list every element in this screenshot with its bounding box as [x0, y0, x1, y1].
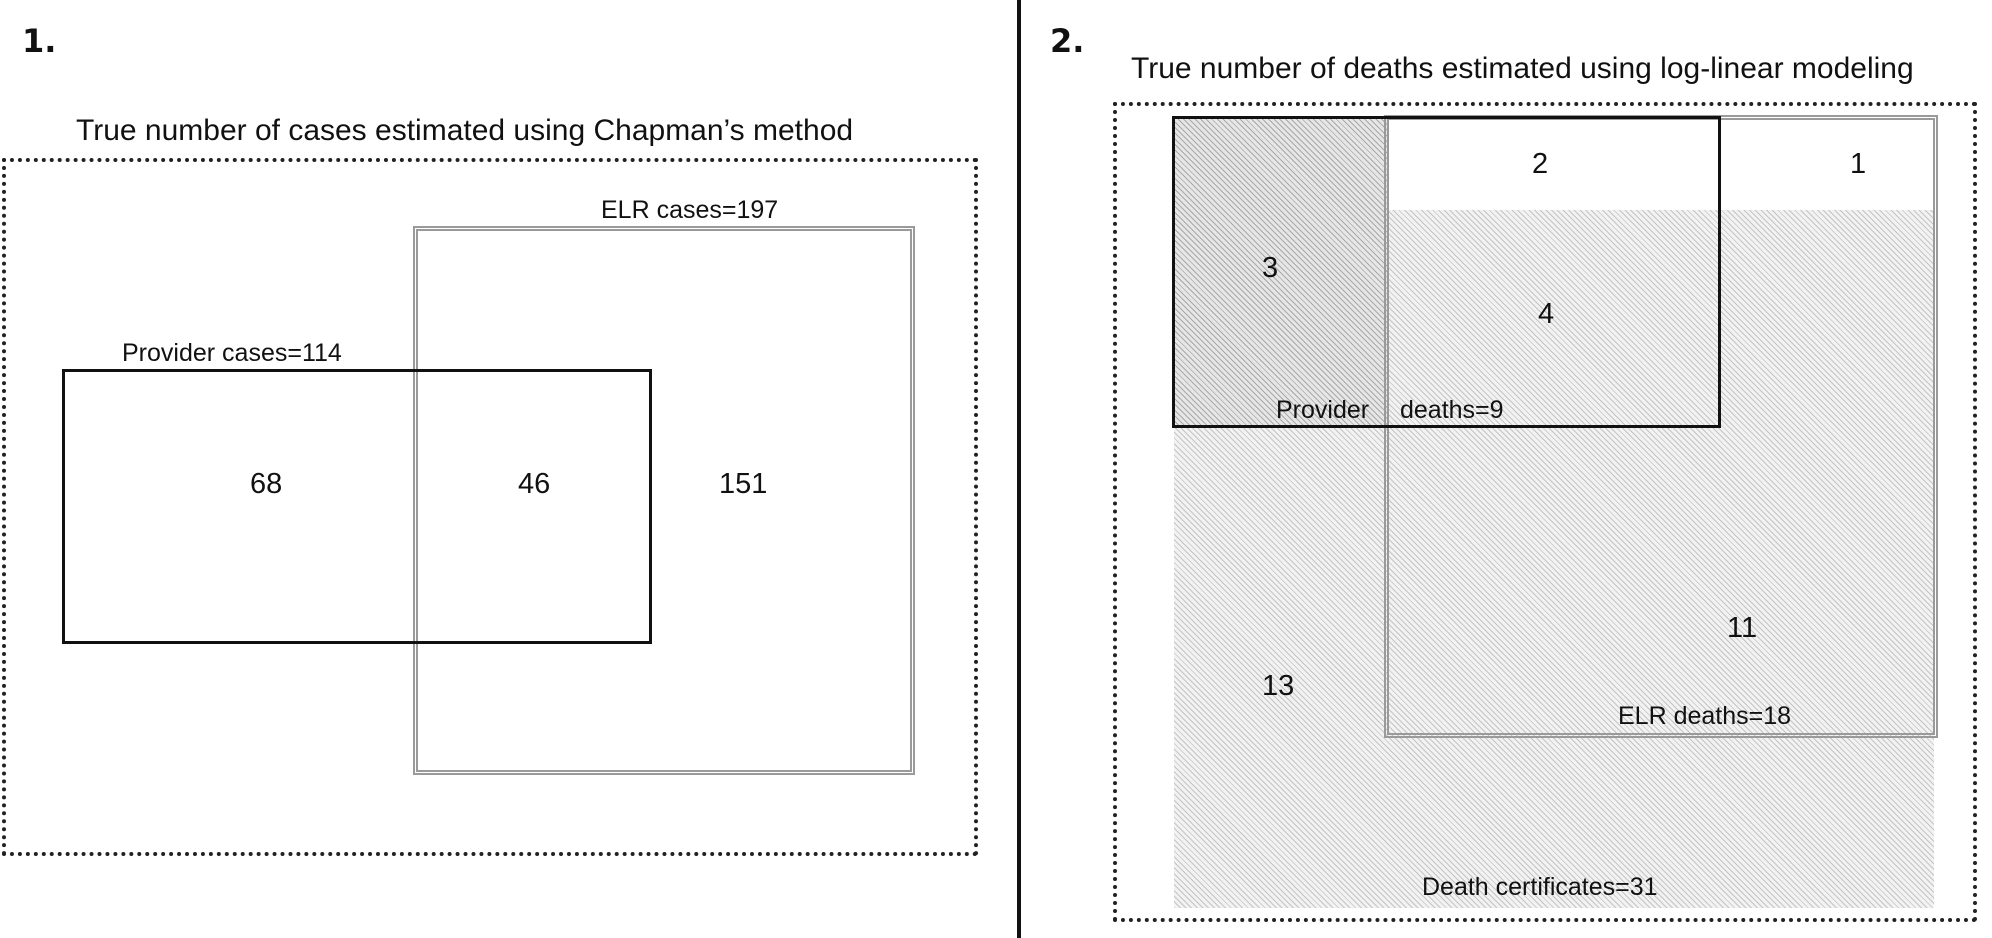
panel-1-number: 1. — [22, 22, 57, 60]
provider-only-count: 68 — [250, 468, 283, 500]
panel-1-title: True number of cases estimated using Cha… — [76, 114, 854, 147]
panel-2-number: 2. — [1050, 22, 1085, 60]
elr-only-count: 151 — [719, 468, 768, 500]
provider-dc-count: 3 — [1262, 252, 1279, 284]
panel-divider — [1017, 0, 1021, 938]
panel-2-title: True number of deaths estimated using lo… — [1131, 52, 1914, 85]
provider-deaths-label-a: Provider — [1276, 396, 1370, 424]
dc-only-count: 13 — [1262, 670, 1295, 702]
panel-2-universe-box — [1113, 102, 1977, 922]
provider-cases-box — [62, 369, 652, 644]
both-sources-count: 46 — [518, 468, 551, 500]
provider-deaths-label-b: deaths=9 — [1400, 396, 1504, 424]
provider-elr-count: 2 — [1532, 148, 1549, 180]
elr-cases-box — [413, 226, 915, 775]
all-three-count: 4 — [1538, 298, 1555, 330]
elr-deaths-label: ELR deaths=18 — [1618, 702, 1792, 730]
provider-cases-label: Provider cases=114 — [122, 339, 342, 367]
death-certificates-label: Death certificates=31 — [1422, 873, 1658, 901]
elr-dc-count: 11 — [1727, 612, 1758, 644]
panel-1-universe-box — [2, 158, 978, 856]
provider-deaths-area — [1174, 118, 1388, 427]
elr-cases-label: ELR cases=197 — [601, 196, 779, 224]
provider-deaths-box — [1172, 116, 1721, 428]
elr-only-deaths-count: 1 — [1850, 148, 1867, 180]
